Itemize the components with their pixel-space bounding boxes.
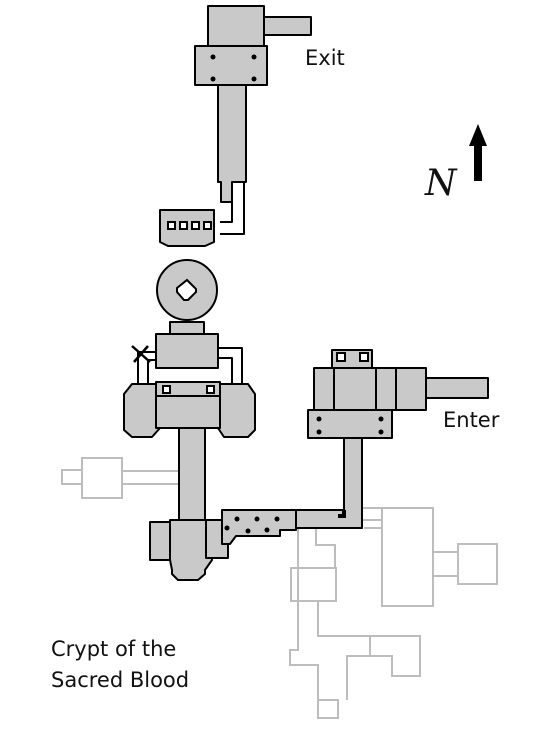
faded-west-room [81, 457, 123, 499]
room-details [162, 221, 377, 518]
pillar-dot [274, 516, 280, 522]
faded-room-1 [290, 567, 337, 602]
pillar-dot [316, 429, 322, 435]
room-window-1 [167, 221, 176, 230]
hall-window-left [162, 385, 171, 394]
entrance-corridor-east [425, 377, 489, 399]
entrance-hall [313, 367, 397, 411]
compass-label: N [425, 163, 457, 204]
pillar-dot [264, 527, 270, 533]
pillar-dot [210, 76, 216, 82]
south-corridor [178, 427, 206, 521]
faded-southeast-area [289, 507, 498, 719]
antechamber-top [169, 321, 205, 335]
exit-bend-corridor [220, 202, 233, 223]
pillar-dots [210, 54, 384, 534]
map-title-line1: Crypt of the [51, 637, 177, 661]
round-chamber-pillar [176, 278, 197, 301]
entrance-east-room [395, 367, 427, 411]
faded-corridor-f [362, 507, 383, 529]
antechamber-west-loop-inner [147, 359, 156, 384]
pillar-dot [210, 54, 216, 60]
pillar-dot [316, 416, 322, 422]
exit-long-corridor [217, 84, 247, 203]
vestibule-window-right [359, 352, 369, 362]
faded-corridor-a [289, 528, 339, 719]
antechamber-east-loop-inner [218, 357, 233, 384]
exit-bend-corridor-outer [220, 182, 245, 235]
pillar-dot [251, 76, 257, 82]
pillar-dot [224, 525, 230, 531]
room-window-3 [191, 221, 200, 230]
pillar-dot [251, 54, 257, 60]
hall-window-right [206, 385, 215, 394]
map-title-line2: Sacred Blood [51, 668, 190, 692]
pillar-dot [378, 416, 384, 422]
entrance-door-mark [338, 510, 346, 518]
pillar-dot [245, 528, 251, 534]
pillar-dot [234, 516, 240, 522]
antechamber-east-loop [218, 347, 243, 384]
dotted-corridor [221, 509, 297, 545]
room-window-4 [203, 221, 212, 230]
pillar-dot [378, 429, 384, 435]
x-mark-icon [131, 345, 151, 363]
exit-room-upper [207, 5, 265, 47]
exit-label: Exit [305, 46, 345, 70]
lower-chamber-west-wing [149, 521, 171, 561]
antechamber [155, 333, 219, 369]
vestibule-window-left [336, 352, 346, 362]
entrance-lower-hall [307, 409, 393, 439]
enter-label: Enter [443, 408, 500, 432]
faded-big-room [381, 507, 434, 607]
entrance-connector [295, 437, 363, 529]
faded-west-annex [61, 469, 83, 485]
north-arrow-icon [469, 124, 487, 181]
faded-west-area [61, 457, 178, 499]
faded-east-room [457, 543, 498, 585]
pillar-dot [254, 516, 260, 522]
faded-corridor-c [317, 601, 421, 700]
faded-corridor-b [315, 528, 336, 568]
exit-corridor-east [263, 16, 312, 36]
room-window-2 [179, 221, 188, 230]
